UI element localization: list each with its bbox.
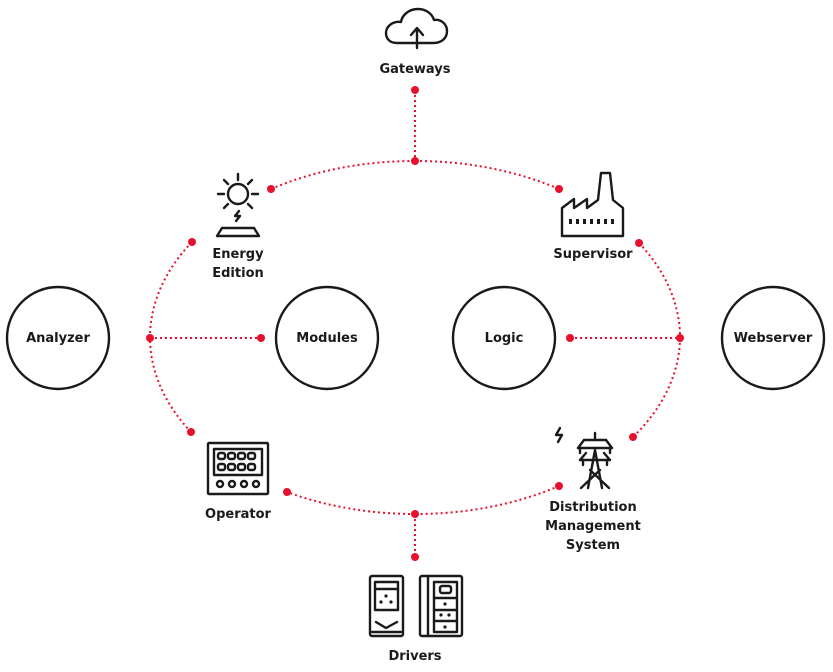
node-energy-edition[interactable]: Energy Edition [212,172,264,281]
dot-bottom [411,510,419,518]
dot-top [411,157,419,165]
node-webserver[interactable]: Webserver [720,285,826,391]
arc-top-left [270,159,416,190]
dot-supervisor-right [635,239,643,247]
factory-icon [560,171,625,238]
node-analyzer[interactable]: Analyzer [5,285,111,391]
dot-left-lower [187,428,195,436]
dot-distribution [555,482,563,490]
distribution-label-line2: Management [545,519,641,534]
node-distribution-management-system[interactable]: Distribution Management System [545,426,641,553]
dot-right-lower [629,433,637,441]
power-tower-icon [554,426,614,490]
drive-units-icon [368,574,464,638]
arc-top-right [414,159,560,190]
arc-left-upper [148,241,193,339]
dot-gateways [411,86,419,94]
dot-logic [566,334,574,342]
drivers-label: Drivers [388,649,441,664]
connection-ring [148,90,682,557]
cloud-upload-icon [384,7,449,50]
gateways-label: Gateways [379,62,450,77]
distribution-label-line1: Distribution [549,500,636,515]
dot-drivers [411,553,419,561]
dot-operator [283,488,291,496]
logic-circle [451,285,557,391]
dot-left [146,334,154,342]
supervisor-label: Supervisor [553,247,633,262]
dot-supervisor-left [555,185,563,193]
distribution-label-line3: System [566,538,620,553]
dot-left-upper [188,238,196,246]
analyzer-label: Analyzer [26,331,90,346]
energy-edition-label-line2: Edition [212,266,264,281]
control-panel-icon [206,441,270,496]
analyzer-circle [5,285,111,391]
modules-label: Modules [296,331,358,346]
logic-label: Logic [485,331,524,346]
arc-bottom-right [414,485,560,516]
arc-right-upper [638,242,682,339]
webserver-label: Webserver [734,331,813,346]
connection-dots [146,86,684,561]
node-gateways[interactable]: Gateways [379,7,451,77]
node-modules[interactable]: Modules [274,285,380,391]
arc-left-lower [149,337,192,433]
node-logic[interactable]: Logic [451,285,557,391]
node-drivers[interactable]: Drivers [368,574,464,664]
webserver-circle [720,285,826,391]
operator-label: Operator [205,507,272,522]
energy-edition-label-line1: Energy [212,247,264,262]
node-supervisor[interactable]: Supervisor [553,171,633,262]
arc-right-lower [632,337,681,438]
node-operator[interactable]: Operator [205,441,272,522]
dot-energy [267,185,275,193]
dot-modules [257,334,265,342]
arc-bottom-left [286,491,416,515]
dot-right [676,334,684,342]
modules-circle [274,285,380,391]
solar-panel-icon [215,172,261,238]
